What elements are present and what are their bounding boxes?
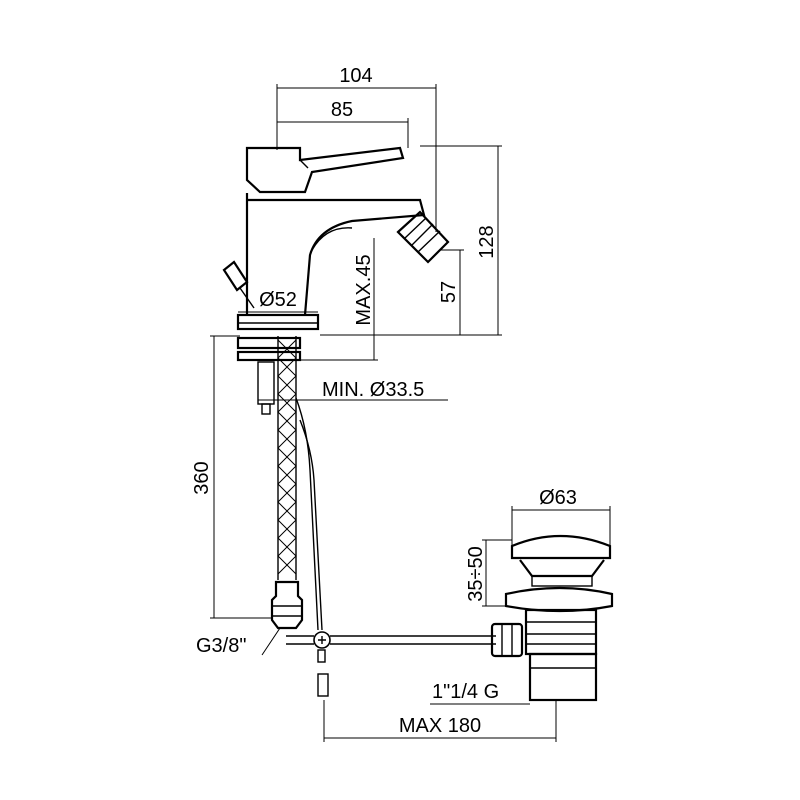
- dim-waste-height: 35÷50: [465, 546, 487, 601]
- popup-knob: [222, 260, 255, 309]
- dim-base-diameter: Ø52: [259, 289, 297, 311]
- faucet-body: [222, 146, 450, 331]
- dimension-lines: [210, 84, 611, 742]
- popup-rod: [286, 397, 524, 697]
- pop-up-waste: [504, 534, 614, 702]
- dim-waste-diameter: Ø63: [539, 487, 577, 509]
- flex-hose: [270, 336, 304, 630]
- dim-hose-length: 360: [191, 461, 213, 494]
- mounting-assembly: [236, 336, 302, 415]
- dim-max-deck: MAX.45: [353, 254, 375, 325]
- aerator: [396, 210, 450, 264]
- dim-hose-thread: G3/8": [196, 635, 246, 657]
- dim-spout-height: 57: [438, 281, 460, 303]
- dim-hole-diameter: MIN. Ø33.5: [322, 379, 424, 401]
- dim-waste-thread: 1"1/4 G: [432, 681, 499, 703]
- dim-height-total: 128: [476, 225, 498, 258]
- dim-width-lever: 85: [331, 99, 353, 121]
- dim-rod-length: MAX 180: [399, 715, 481, 737]
- dim-width-total: 104: [339, 65, 372, 87]
